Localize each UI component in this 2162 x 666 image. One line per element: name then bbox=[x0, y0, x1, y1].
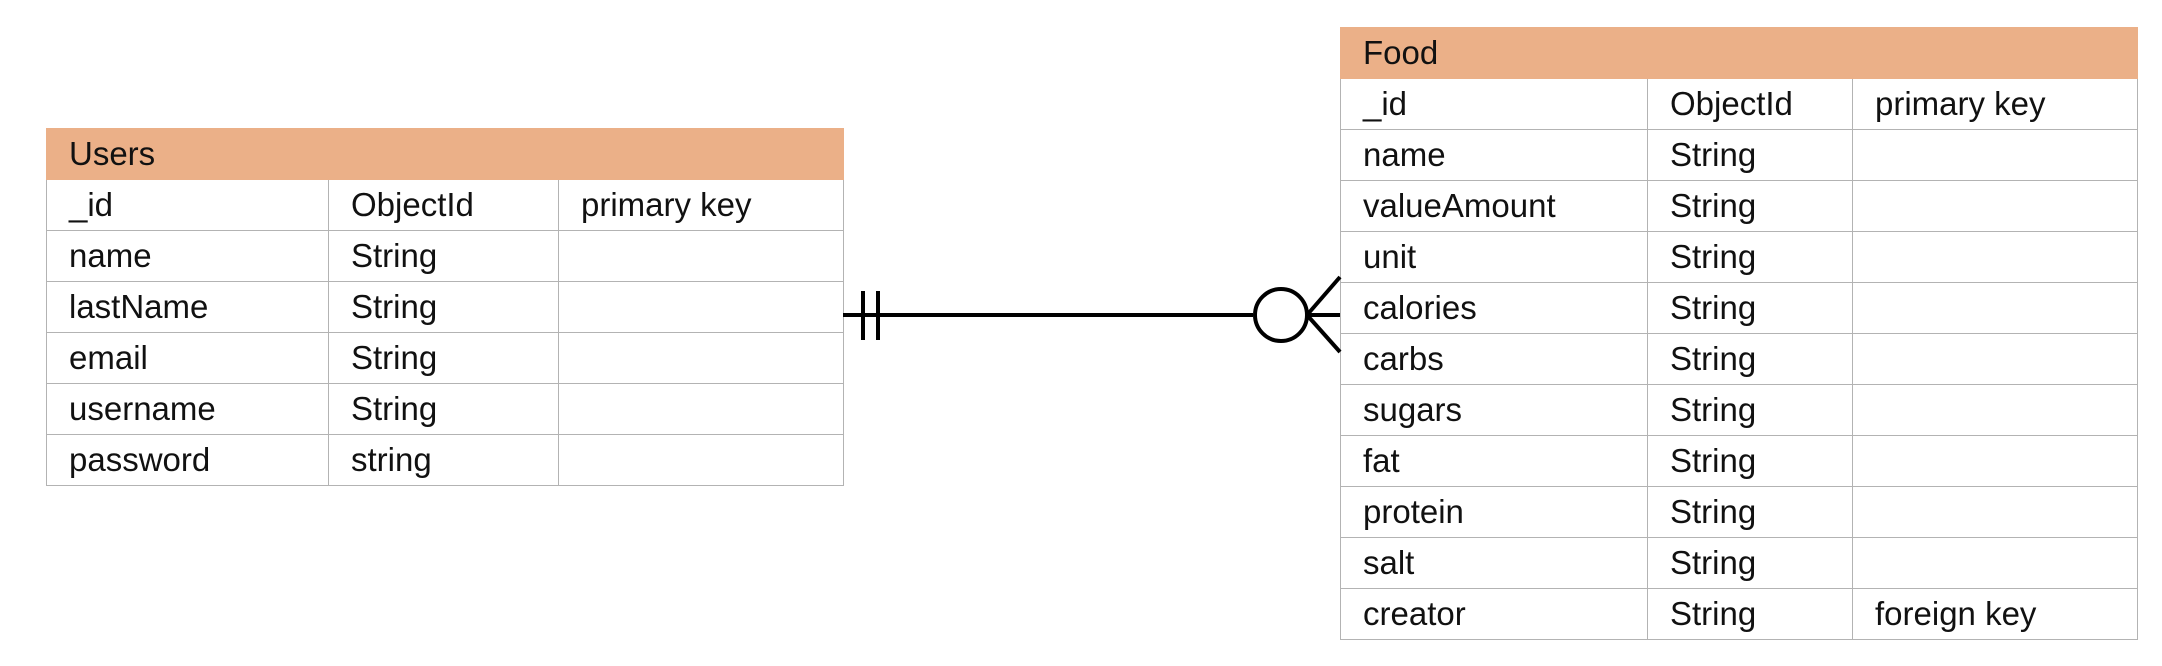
users-field-key bbox=[557, 332, 845, 384]
food-field-name: carbs bbox=[1340, 333, 1648, 385]
users-field-type: ObjectId bbox=[328, 179, 559, 231]
food-field-type: String bbox=[1647, 231, 1853, 283]
food-field-key bbox=[1851, 333, 2139, 385]
food-field-key bbox=[1851, 486, 2139, 538]
food-field-key bbox=[1851, 129, 2139, 181]
food-field-name: valueAmount bbox=[1340, 180, 1648, 232]
food-field-type: String bbox=[1647, 384, 1853, 436]
food-field-name: name bbox=[1340, 129, 1648, 181]
users-field-name: lastName bbox=[46, 281, 329, 333]
food-field-type: ObjectId bbox=[1647, 78, 1853, 130]
food-field-name: calories bbox=[1340, 282, 1648, 334]
users-field-key bbox=[557, 383, 845, 435]
food-field-key bbox=[1851, 384, 2139, 436]
food-field-name: salt bbox=[1340, 537, 1648, 589]
users-field-name: password bbox=[46, 434, 329, 486]
food-field-name: unit bbox=[1340, 231, 1648, 283]
users-field-key bbox=[557, 230, 845, 282]
food-field-key bbox=[1851, 537, 2139, 589]
food-entity-title: Food bbox=[1339, 27, 2139, 79]
users-field-type: String bbox=[328, 230, 559, 282]
zero-or-many-marker bbox=[1253, 275, 1342, 354]
users-field-key bbox=[557, 434, 845, 486]
food-field-name: creator bbox=[1340, 588, 1648, 640]
users-field-key bbox=[557, 281, 845, 333]
users-field-name: _id bbox=[46, 179, 329, 231]
food-field-type: String bbox=[1647, 486, 1853, 538]
food-field-type: String bbox=[1647, 180, 1853, 232]
users-field-name: username bbox=[46, 383, 329, 435]
one-mandatory-marker bbox=[861, 291, 880, 340]
users-field-type: String bbox=[328, 332, 559, 384]
users-entity-title: Users bbox=[45, 128, 845, 180]
food-field-type: String bbox=[1647, 537, 1853, 589]
food-field-type: String bbox=[1647, 282, 1853, 334]
food-field-name: _id bbox=[1340, 78, 1648, 130]
food-field-type: String bbox=[1647, 333, 1853, 385]
food-field-key: foreign key bbox=[1851, 588, 2139, 640]
users-field-key: primary key bbox=[557, 179, 845, 231]
food-field-key: primary key bbox=[1851, 78, 2139, 130]
users-field-type: String bbox=[328, 281, 559, 333]
users-field-name: email bbox=[46, 332, 329, 384]
food-field-name: protein bbox=[1340, 486, 1648, 538]
food-field-type: String bbox=[1647, 129, 1853, 181]
users-field-name: name bbox=[46, 230, 329, 282]
food-field-key bbox=[1851, 435, 2139, 487]
users-field-type: String bbox=[328, 383, 559, 435]
food-field-type: String bbox=[1647, 588, 1853, 640]
food-field-key bbox=[1851, 231, 2139, 283]
food-field-type: String bbox=[1647, 435, 1853, 487]
food-field-key bbox=[1851, 282, 2139, 334]
food-field-name: fat bbox=[1340, 435, 1648, 487]
food-field-key bbox=[1851, 180, 2139, 232]
food-field-name: sugars bbox=[1340, 384, 1648, 436]
users-field-type: string bbox=[328, 434, 559, 486]
